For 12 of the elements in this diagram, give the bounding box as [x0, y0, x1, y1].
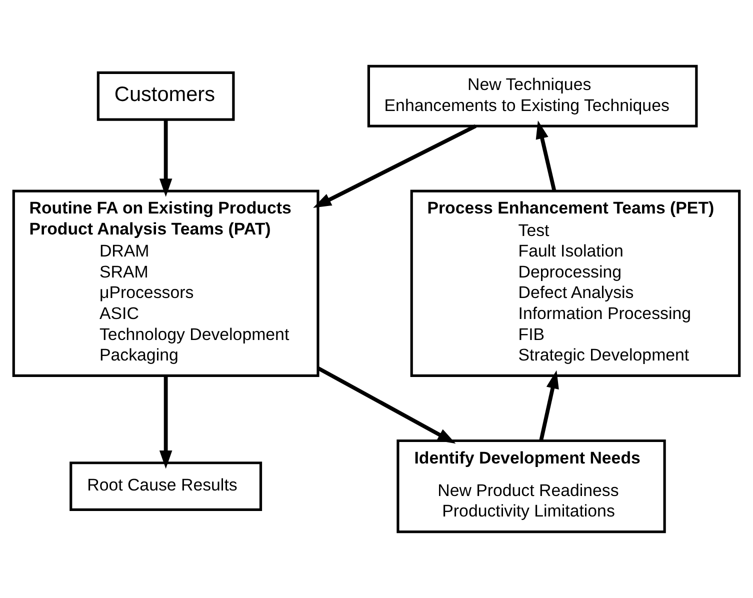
arrow: [317, 366, 456, 444]
arrow: [159, 120, 172, 197]
node-box: Routine FA on Existing Products Product Analysis Teams (PAT) DRAM SRAM μProcessors ASIC Technology Development Packaging: [12, 190, 320, 378]
arrow: [539, 370, 559, 442]
node-box: New Techniques Enhancements to Existing Techniques: [367, 64, 698, 128]
arrow: [159, 376, 172, 469]
node-box: Identify Development Needs New Product Readiness Productivity Limitations: [396, 439, 666, 534]
arrow: [313, 124, 477, 208]
node-box: Customers: [96, 71, 235, 121]
node-box: Root Cause Results: [70, 462, 262, 511]
node-box: Process Enhancement Teams (PET) Test Fault Isolation Deprocessing Defect Analysis Information Processing FIB Strategic Development: [410, 190, 741, 378]
arrow: [536, 120, 556, 192]
